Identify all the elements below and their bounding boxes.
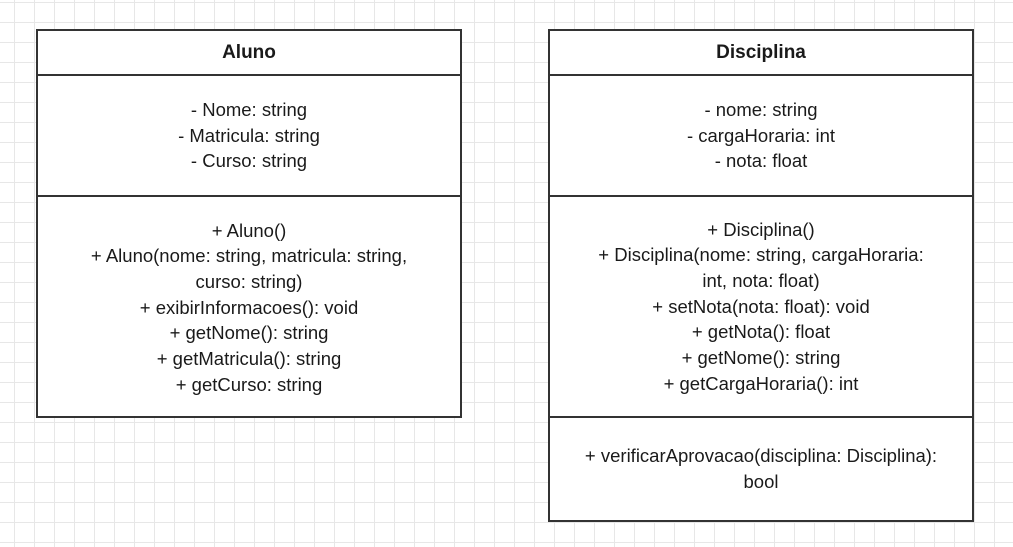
method-line: + Aluno(nome: string, matricula: string, <box>90 245 408 267</box>
methods-section-aluno: + Aluno() + Aluno(nome: string, matricul… <box>38 197 460 418</box>
methods-section-disciplina: + Disciplina() + Disciplina(nome: string… <box>550 197 972 418</box>
method-line: int, nota: float) <box>702 269 820 291</box>
class-box-aluno[interactable]: Aluno - Nome: string - Matricula: string… <box>36 29 462 418</box>
attribute-line: - nota: float <box>714 150 808 172</box>
method-line: + verificarAprovacao(disciplina: Discipl… <box>584 445 938 467</box>
method-line: + getNome(): string <box>169 322 329 344</box>
attributes-section-disciplina: - nome: string - cargaHoraria: int - not… <box>550 76 972 197</box>
class-box-disciplina[interactable]: Disciplina - nome: string - cargaHoraria… <box>548 29 974 522</box>
method-line: + Aluno() <box>211 219 287 241</box>
class-name-disciplina: Disciplina <box>550 31 972 76</box>
attribute-line: - Nome: string <box>190 98 308 120</box>
attributes-section-aluno: - Nome: string - Matricula: string - Cur… <box>38 76 460 197</box>
extra-section-disciplina: + verificarAprovacao(disciplina: Discipl… <box>550 418 972 520</box>
attribute-line: - cargaHoraria: int <box>686 124 836 146</box>
attribute-line: - Curso: string <box>190 150 308 172</box>
method-line: + getNota(): float <box>691 321 831 343</box>
method-line: + getMatricula(): string <box>156 348 342 370</box>
method-line: + getNome(): string <box>681 347 841 369</box>
method-line: bool <box>743 471 779 492</box>
attribute-line: - Matricula: string <box>178 124 320 146</box>
class-name-aluno: Aluno <box>38 31 460 76</box>
method-line: + getCargaHoraria(): int <box>663 372 859 394</box>
method-line: + Disciplina() <box>707 218 815 240</box>
method-line: + getCurso: string <box>175 373 323 395</box>
method-line: + setNota(nota: float): void <box>652 295 870 317</box>
method-line: + Disciplina(nome: string, cargaHoraria: <box>598 244 924 266</box>
method-line: curso: string) <box>195 270 303 292</box>
attribute-line: - nome: string <box>704 98 818 120</box>
method-line: + exibirInformacoes(): void <box>139 296 359 318</box>
